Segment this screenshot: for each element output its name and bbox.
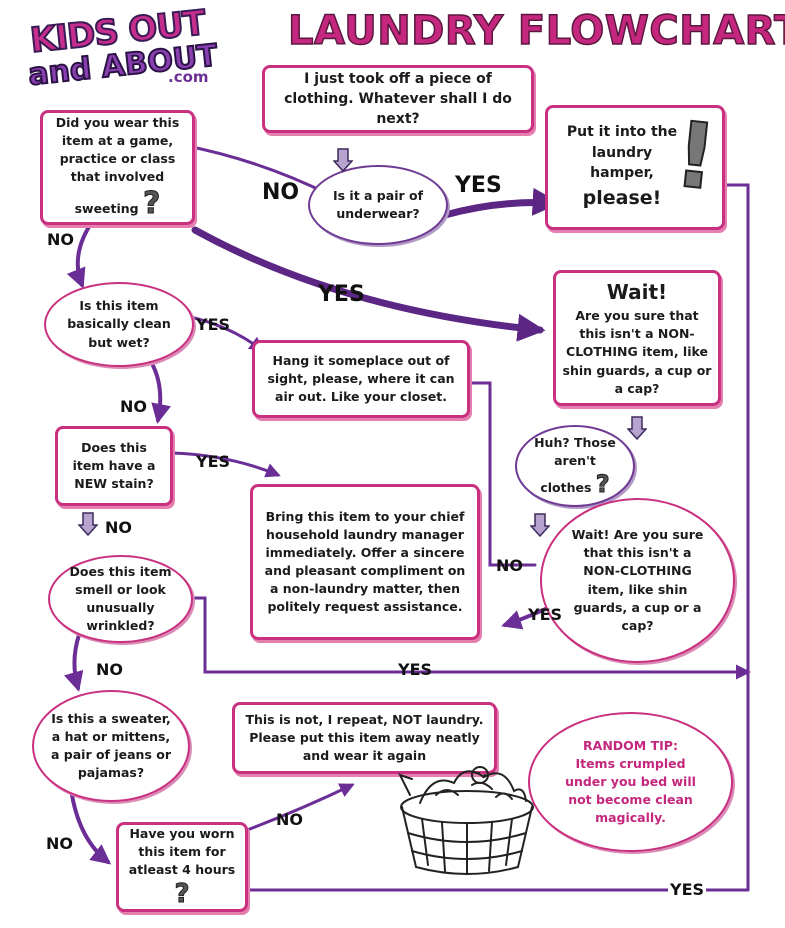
edge-worn-no xyxy=(240,783,355,834)
label-worn-no: NO xyxy=(276,810,303,829)
new-stain-node: Does this item have a NEW stain? xyxy=(55,426,173,506)
new-stain-text: Does this item have a NEW stain? xyxy=(72,439,156,492)
question-mark-icon: ? xyxy=(142,186,161,222)
label-smell-yes: YES xyxy=(398,660,433,679)
laundry-basket-icon xyxy=(398,766,534,875)
label-sweat-no: NO xyxy=(47,230,74,249)
sweat-question-node: Did you wear this item at a game, practi… xyxy=(40,110,195,225)
not-laundry-node: This is not, I repeat, NOT laundry. Plea… xyxy=(232,702,497,774)
worn-text: Have you worn this item for atleast 4 ho… xyxy=(128,825,236,878)
label-underwear-yes: YES xyxy=(455,173,502,198)
hang-text: Hang it someplace out of sight, please, … xyxy=(267,352,455,405)
tip-title: RANDOM TIP: xyxy=(583,737,678,753)
wait1-body: Are you sure that this isn't a NON-CLOTH… xyxy=(562,308,712,396)
page-title: LAUNDRY FLOWCHART xyxy=(287,7,785,55)
underwear-text: Is it a pair of underwear? xyxy=(332,187,424,221)
down-arrow-icon xyxy=(530,513,550,537)
edge-underwear-yes xyxy=(441,187,561,219)
label-stain-yes: YES xyxy=(196,452,231,471)
label-smell-no: NO xyxy=(96,660,123,679)
question-mark-icon: ? xyxy=(174,879,190,910)
smell-text: Does this item smell or look unusually w… xyxy=(69,563,172,634)
edge-wait2-no xyxy=(449,375,537,567)
label-sweat-yes: YES xyxy=(318,282,365,307)
hamper-text-line2: please! xyxy=(582,187,662,210)
logo-suffix: .com xyxy=(168,68,209,86)
start-text: I just took off a piece of clothing. Wha… xyxy=(284,70,512,128)
label-wait2-no: NO xyxy=(496,556,523,575)
sweater-text: Is this a sweater, a hat or mittens, a p… xyxy=(51,710,171,781)
tip-body: Items crumpled under you bed will not be… xyxy=(565,755,696,826)
sweat-text: Did you wear this item at a game, practi… xyxy=(55,114,180,217)
edge-stain-yes xyxy=(170,451,281,478)
hamper-node: Put it into the laundry hamper, please! xyxy=(545,105,725,230)
sweater-cloud: Is this a sweater, a hat or mittens, a p… xyxy=(32,690,190,802)
down-arrow-icon xyxy=(78,512,98,536)
label-sweater-no: NO xyxy=(46,834,73,853)
down-arrow-icon xyxy=(627,416,647,440)
hang-node: Hang it someplace out of sight, please, … xyxy=(252,340,470,418)
kids-out-and-about-logo: KIDS OUT and ABOUT .com xyxy=(18,2,221,94)
wait-nonclothing-cloud-2: Wait! Are you sure that this isn't a NON… xyxy=(540,498,735,663)
huh-text: Huh? Those aren't clothes xyxy=(534,434,616,496)
bring-text: Bring this item to your chief household … xyxy=(264,508,466,615)
edge-sweat-no xyxy=(66,220,94,289)
not-laundry-text: This is not, I repeat, NOT laundry. Plea… xyxy=(245,711,484,764)
edge-smell-no xyxy=(63,630,84,692)
wait2-text: Wait! Are you sure that this isn't a NON… xyxy=(571,527,704,633)
label-stain-no: NO xyxy=(105,518,132,537)
smell-wrinkled-cloud: Does this item smell or look unusually w… xyxy=(48,555,193,643)
clean-wet-cloud: Is this item basically clean but wet? xyxy=(44,282,194,367)
edge-underwear-no xyxy=(179,139,332,197)
label-underwear-no: NO xyxy=(262,180,300,205)
start-node: I just took off a piece of clothing. Wha… xyxy=(262,65,534,133)
bring-to-manager-node: Bring this item to your chief household … xyxy=(250,484,480,640)
worn-four-hours-node: Have you worn this item for atleast 4 ho… xyxy=(116,822,248,912)
down-arrow-icon xyxy=(333,148,353,172)
edge-sweater-no xyxy=(70,793,112,865)
huh-cloud: Huh? Those aren't clothes ? xyxy=(515,425,635,507)
wait1-title: Wait! xyxy=(606,280,668,305)
label-wait2-yes: YES xyxy=(528,605,563,624)
edge-smell-yes xyxy=(183,596,751,680)
hamper-text-line1: Put it into the laundry hamper, xyxy=(566,124,678,181)
underwear-question-cloud: Is it a pair of underwear? xyxy=(308,165,448,245)
clean-wet-text: Is this item basically clean but wet? xyxy=(67,298,171,350)
wait-nonclothing-node-1: Wait! Are you sure that this isn't a NON… xyxy=(553,270,721,406)
label-clean-yes: YES xyxy=(196,315,231,334)
label-clean-no: NO xyxy=(120,397,147,416)
question-mark-icon: ? xyxy=(595,470,610,499)
label-worn-yes: YES xyxy=(668,880,707,899)
edge-sweat-yes xyxy=(191,226,546,342)
edge-clean-no xyxy=(148,358,171,424)
random-tip-cloud: RANDOM TIP: Items crumpled under you bed… xyxy=(528,712,733,852)
